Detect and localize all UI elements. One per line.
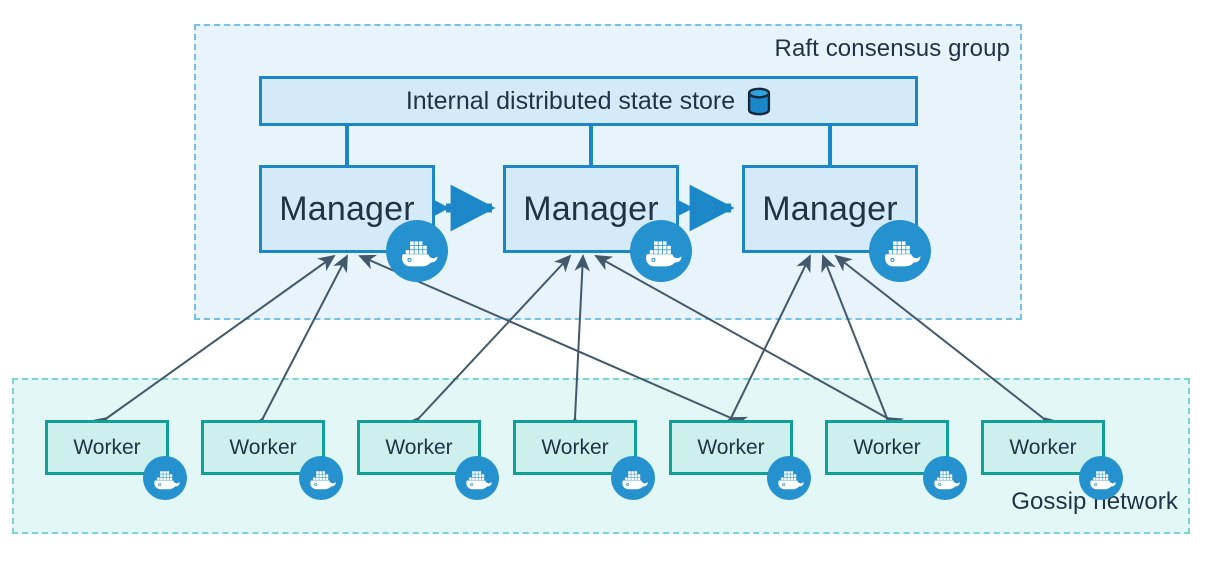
worker-manager-connector-2 — [249, 254, 348, 436]
worker-label: Worker — [697, 435, 765, 459]
state-store-connectors — [345, 126, 832, 165]
worker-label: Worker — [541, 435, 609, 459]
worker-manager-connector-1 — [90, 254, 336, 434]
manager-node-2[interactable]: Manager — [503, 165, 679, 253]
worker-label: Worker — [229, 435, 297, 459]
docker-whale-icon — [386, 220, 448, 282]
docker-whale-icon — [143, 456, 187, 500]
docker-whale-icon — [611, 456, 655, 500]
raft-consensus-group-label: Raft consensus group — [774, 35, 1010, 62]
manager-label: Manager — [279, 189, 415, 228]
worker-label: Worker — [385, 435, 453, 459]
worker-manager-connector-7 — [717, 254, 811, 436]
docker-whale-icon — [630, 220, 692, 282]
manager-label: Manager — [762, 189, 898, 228]
worker-manager-connector-5 — [566, 254, 591, 434]
docker-whale-icon — [869, 220, 931, 282]
docker-whale-icon — [455, 456, 499, 500]
internal-state-store-box[interactable]: Internal distributed state store — [259, 76, 918, 126]
state-store-label: Internal distributed state store — [405, 86, 736, 115]
docker-whale-icon — [1079, 456, 1123, 500]
docker-whale-icon — [299, 456, 343, 500]
worker-label: Worker — [73, 435, 141, 459]
worker-label: Worker — [853, 435, 921, 459]
docker-whale-icon — [923, 456, 967, 500]
worker-manager-connector-4 — [402, 254, 572, 435]
manager-node-3[interactable]: Manager — [742, 165, 918, 253]
worker-manager-connector-6 — [594, 255, 905, 433]
worker-label: Worker — [1009, 435, 1077, 459]
worker-manager-connectors — [90, 254, 1060, 436]
manager-label: Manager — [523, 189, 659, 228]
worker-manager-connector-8 — [821, 254, 900, 436]
docker-whale-icon — [767, 456, 811, 500]
database-cylinder-icon — [748, 87, 771, 115]
worker-manager-connector-9 — [834, 254, 1060, 434]
